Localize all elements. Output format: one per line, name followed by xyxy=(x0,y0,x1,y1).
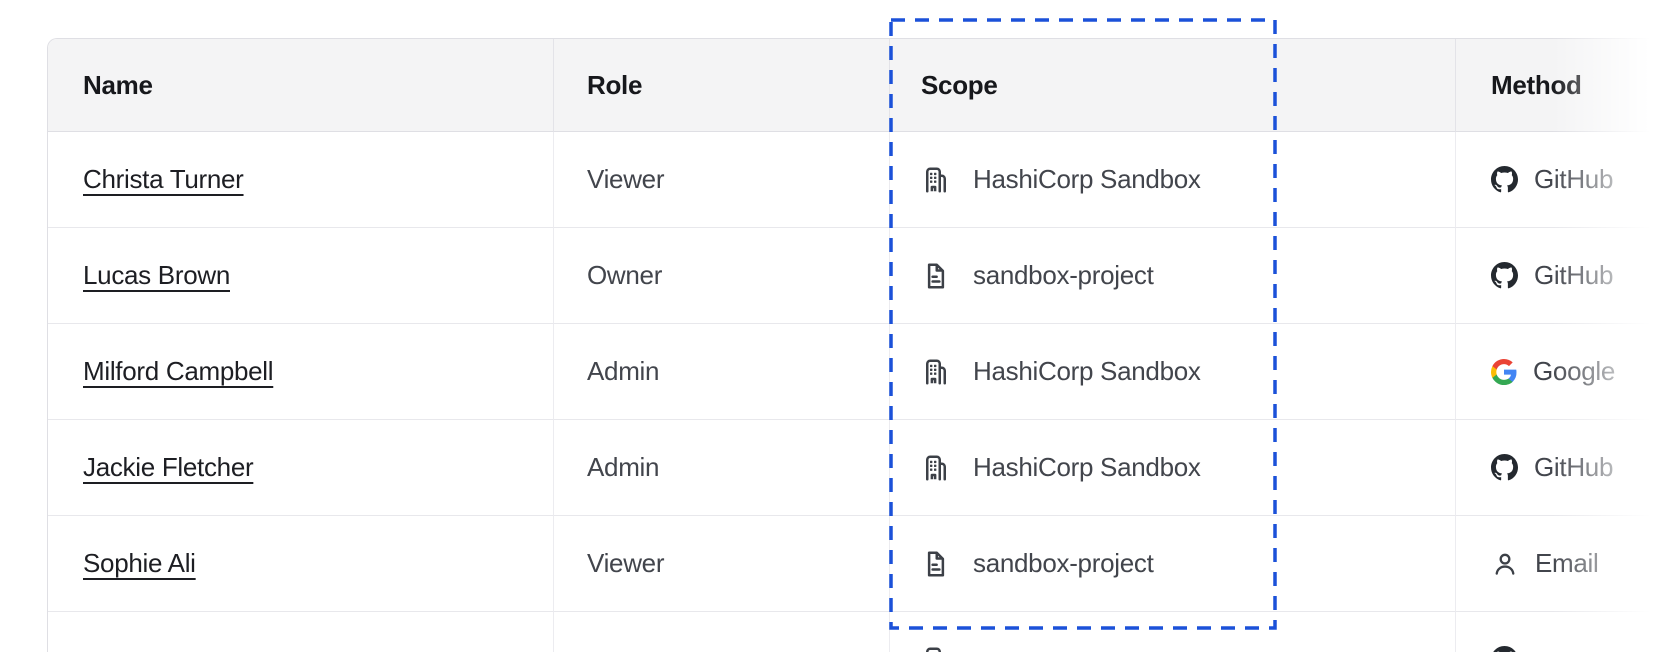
table-row: Christa Turner Viewer HashiCorp Sandbox … xyxy=(48,132,1672,228)
scope-value: HashiCorp Sandbox xyxy=(973,356,1201,386)
method-value: GitHub xyxy=(1534,260,1614,290)
member-name-link[interactable]: Lucas Brown xyxy=(83,260,230,290)
column-header-method: Method xyxy=(1455,39,1672,132)
members-table: Name Role Scope Method Christa Turner Vi… xyxy=(47,38,1672,652)
file-text-icon xyxy=(921,261,951,291)
table-row: Sophie Ali Viewer sandbox-project Email xyxy=(48,516,1672,612)
org-building-icon xyxy=(921,645,951,652)
role-value: Owner xyxy=(587,260,663,290)
member-name-link[interactable]: Sophie Ali xyxy=(83,548,196,578)
table-header-row: Name Role Scope Method xyxy=(48,39,1672,132)
column-header-name: Name xyxy=(48,39,553,132)
method-value: GitHub xyxy=(1534,452,1614,482)
scope-value: HashiCorp Sandbox xyxy=(973,452,1201,482)
member-name-link[interactable]: Milford Campbell xyxy=(83,356,274,386)
table-row: Jackie Fletcher Admin HashiCorp Sandbox … xyxy=(48,420,1672,516)
google-icon xyxy=(1491,359,1517,385)
column-header-role: Role xyxy=(553,39,889,132)
role-value: Admin xyxy=(587,452,660,482)
table-row: Lucas Brown Owner sandbox-project GitHub xyxy=(48,228,1672,324)
role-value: Viewer xyxy=(587,164,665,194)
member-name-link[interactable]: Christa Turner xyxy=(83,164,244,194)
method-value: GitHub xyxy=(1534,164,1614,194)
github-icon xyxy=(1491,166,1518,193)
method-value: Google xyxy=(1533,356,1616,386)
member-name-link[interactable]: Jackie Fletcher xyxy=(83,452,254,482)
scope-value: sandbox-project xyxy=(973,548,1154,578)
column-header-scope: Scope xyxy=(889,39,1455,132)
file-text-icon xyxy=(921,549,951,579)
method-value: Email xyxy=(1535,548,1599,578)
user-icon xyxy=(1491,550,1519,578)
org-building-icon xyxy=(921,357,951,387)
scope-value: sandbox-project xyxy=(973,260,1154,290)
github-icon xyxy=(1491,262,1518,289)
role-value: Viewer xyxy=(587,548,665,578)
scope-value: HashiCorp Sandbox xyxy=(973,164,1201,194)
role-value: Admin xyxy=(587,356,660,386)
table-row-partial xyxy=(48,612,1672,652)
org-building-icon xyxy=(921,453,951,483)
table-row: Milford Campbell Admin HashiCorp Sandbox… xyxy=(48,324,1672,420)
github-icon xyxy=(1491,454,1518,481)
org-building-icon xyxy=(921,165,951,195)
github-icon xyxy=(1491,646,1518,652)
